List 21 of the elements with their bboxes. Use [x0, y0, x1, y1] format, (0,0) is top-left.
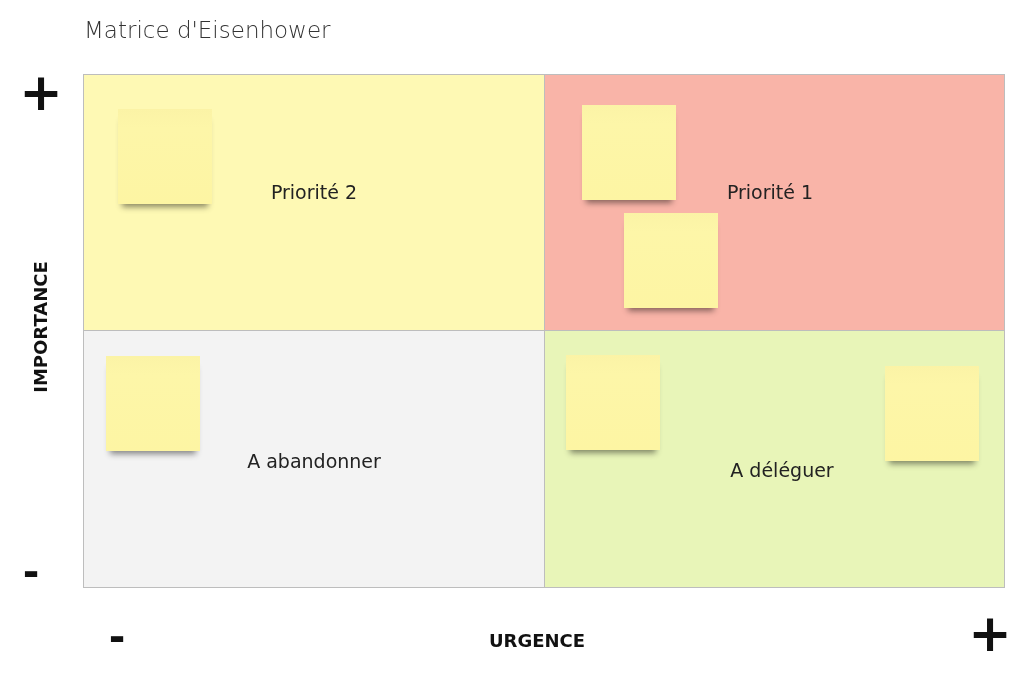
- axis-label: IMPORTANCE: [32, 261, 50, 393]
- axis-label: URGENCE: [488, 632, 586, 650]
- axis-sign: +: [968, 607, 1012, 659]
- axis-sign: +: [19, 66, 63, 118]
- quadrant: [83, 74, 545, 331]
- quadrant-label: A déléguer: [730, 459, 834, 481]
- sticky-note: [885, 366, 979, 461]
- quadrant-label: A abandonner: [247, 450, 381, 472]
- diagram-title: Matrice d'Eisenhower: [84, 17, 331, 43]
- sticky-note: [624, 213, 718, 308]
- axis-sign: -: [22, 552, 40, 592]
- quadrant: [544, 74, 1005, 331]
- quadrant: [83, 330, 545, 588]
- quadrant: [544, 330, 1005, 588]
- quadrant-label: Priorité 1: [726, 181, 814, 203]
- axis-sign: -: [108, 617, 126, 657]
- sticky-note: [118, 109, 212, 204]
- sticky-note: [106, 356, 200, 451]
- quadrant-label: Priorité 2: [270, 181, 358, 203]
- sticky-note: [582, 105, 676, 200]
- sticky-note: [566, 355, 660, 450]
